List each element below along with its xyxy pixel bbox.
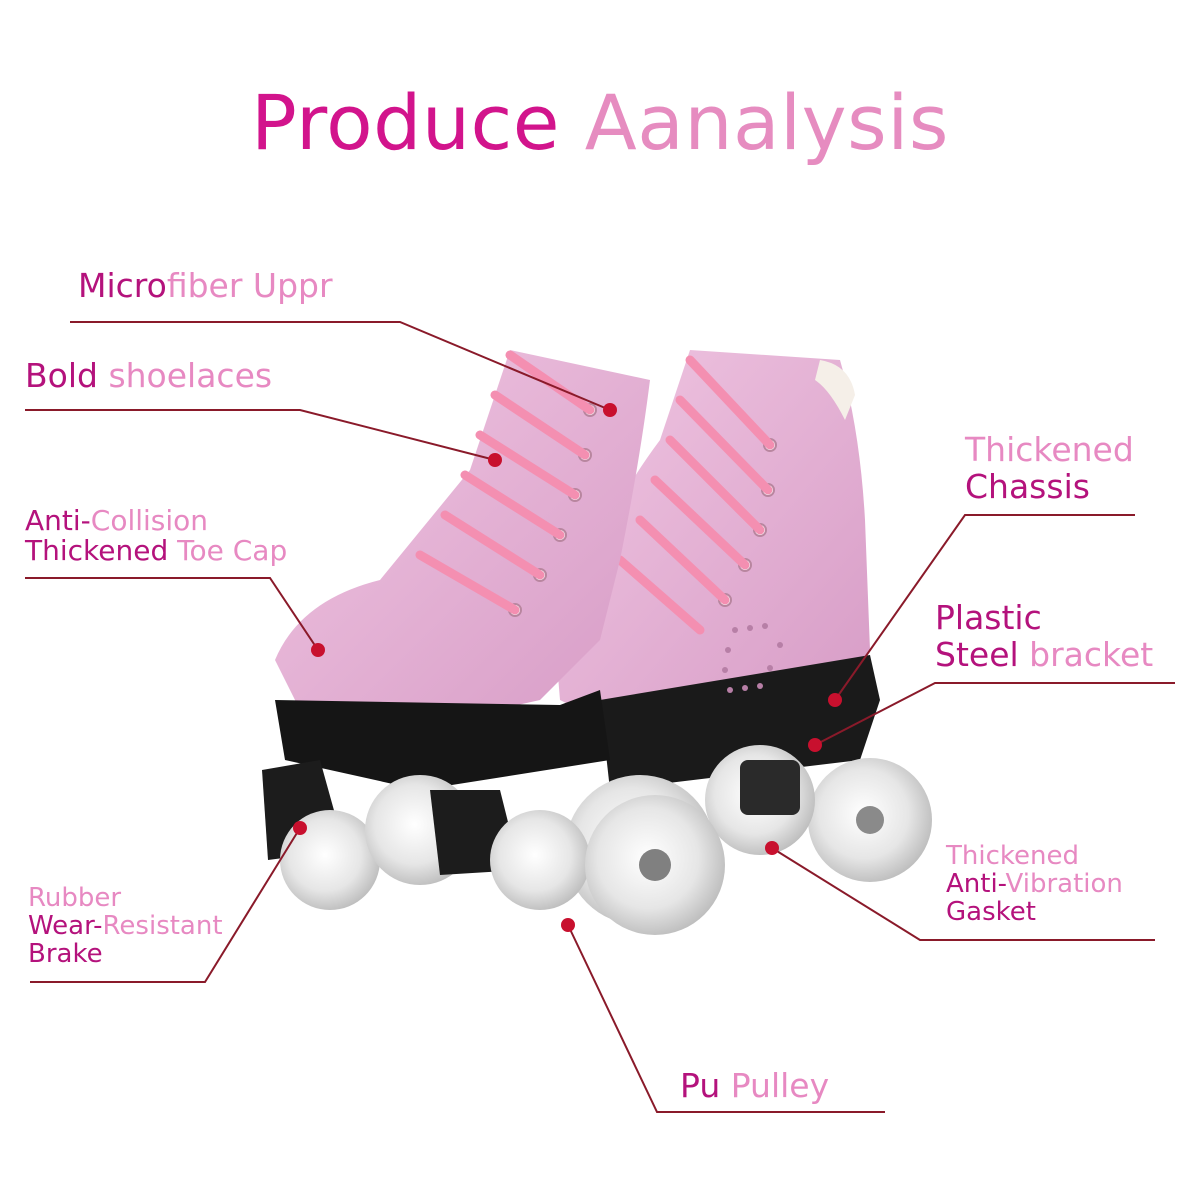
left-skate bbox=[262, 350, 725, 935]
label-brake: Rubber Wear-Resistant Brake bbox=[28, 883, 223, 970]
leader-chassis bbox=[834, 514, 1135, 701]
label-microfiber-upper: Microfiber Uppr bbox=[78, 266, 333, 305]
leader-lines bbox=[25, 321, 1175, 1113]
label-thickened-chassis: Thickened Chassis bbox=[965, 430, 1134, 506]
leader-brake bbox=[30, 827, 301, 983]
label-bold-shoelaces: Bold shoelaces bbox=[25, 356, 273, 395]
title-part-2: Aanalysis bbox=[584, 78, 949, 167]
right-skate bbox=[555, 350, 932, 925]
page-title: Produce Aanalysis bbox=[0, 78, 1200, 167]
callout-dots bbox=[293, 403, 842, 932]
title-part-1: Produce bbox=[251, 78, 561, 167]
label-gasket: Thickened Anti-Vibration Gasket bbox=[946, 841, 1123, 928]
leader-bracket bbox=[814, 682, 1175, 746]
leader-microfiber bbox=[70, 321, 611, 411]
left-chassis bbox=[275, 690, 610, 790]
leader-shoelaces bbox=[25, 409, 496, 461]
right-chassis bbox=[600, 655, 880, 790]
label-steel-bracket: Plastic Steel bracket bbox=[935, 598, 1154, 674]
leader-toecap bbox=[25, 577, 319, 651]
leader-gasket bbox=[771, 847, 1155, 941]
left-back-wheel bbox=[280, 810, 380, 910]
label-toe-cap: Anti-Collision Thickened Toe Cap bbox=[25, 504, 288, 568]
left-front-wheel-inner bbox=[490, 810, 590, 910]
label-pu-pulley: Pu Pulley bbox=[680, 1066, 830, 1105]
leader-pulley bbox=[567, 924, 885, 1113]
